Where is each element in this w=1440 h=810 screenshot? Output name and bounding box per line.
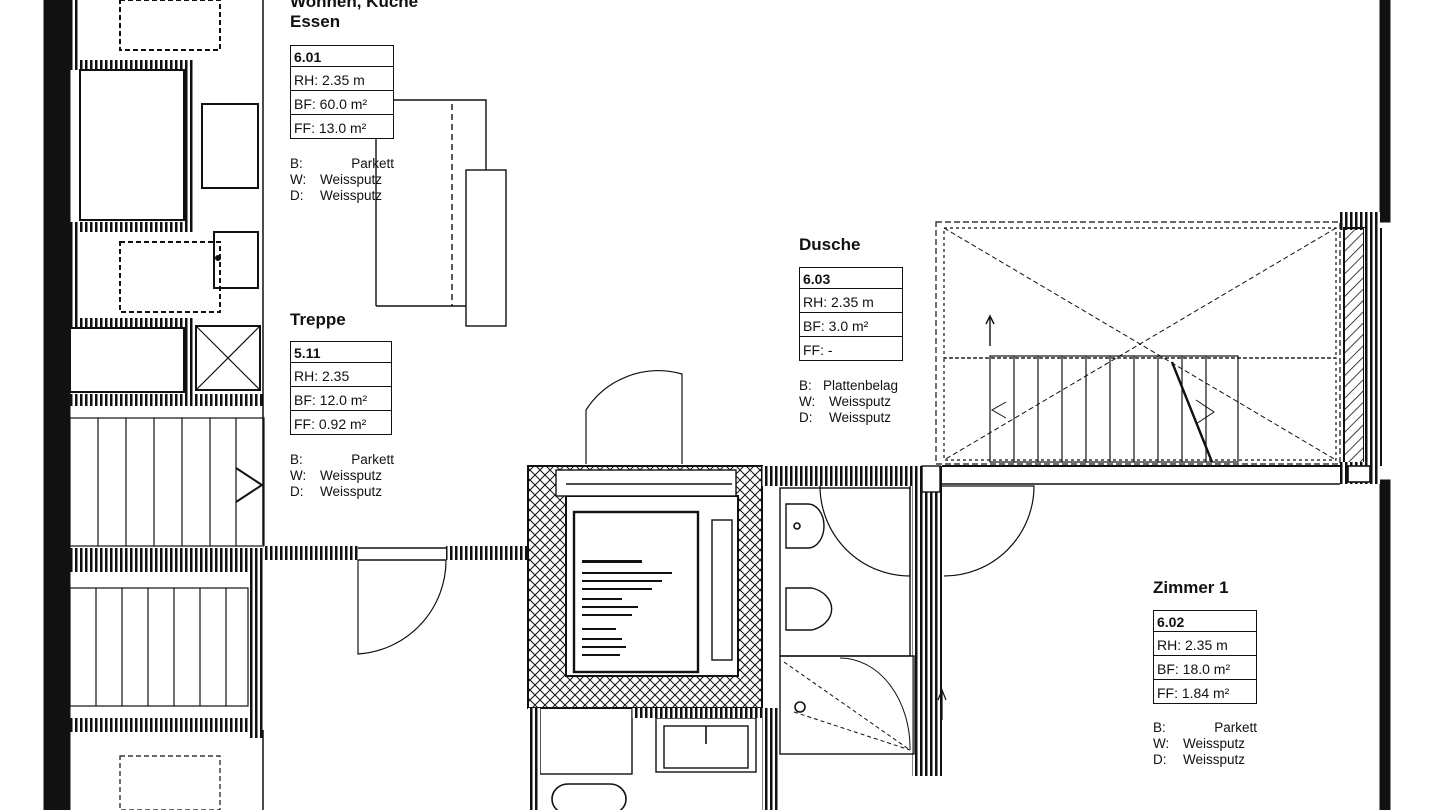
window-area: FF: 1.84 m² bbox=[1153, 679, 1257, 704]
floor-area: BF: 3.0 m² bbox=[799, 312, 903, 337]
room-number: 6.02 bbox=[1153, 610, 1257, 632]
room-name-zimmer-1: Zimmer 1 bbox=[1153, 578, 1229, 597]
left-column-walls bbox=[69, 0, 264, 545]
room-table-dusche: 6.03 RH: 2.35 m BF: 3.0 m² FF: - bbox=[799, 267, 903, 361]
floor-area: BF: 18.0 m² bbox=[1153, 655, 1257, 680]
finish-value: Parkett bbox=[351, 156, 394, 171]
finish-key: D: bbox=[290, 188, 304, 203]
finish-key: W: bbox=[1153, 736, 1170, 751]
finish-value: Weissputz bbox=[320, 188, 383, 203]
finish-value: Parkett bbox=[1214, 720, 1257, 735]
room-name-wohnen-line1: Wohnen, Küche bbox=[290, 0, 419, 11]
interior-walls bbox=[264, 546, 528, 655]
finish-key: D: bbox=[799, 410, 813, 425]
finish-value: Weissputz bbox=[320, 468, 383, 483]
finish-key: W: bbox=[290, 468, 307, 483]
finish-value: Parkett bbox=[351, 452, 394, 467]
room-name-dusche: Dusche bbox=[799, 235, 861, 254]
outer-walls bbox=[43, 0, 1391, 810]
finish-key: B: bbox=[1153, 720, 1166, 735]
room-number: 6.03 bbox=[799, 267, 903, 289]
finish-value: Weissputz bbox=[829, 394, 892, 409]
shower-room bbox=[762, 465, 1035, 776]
room-table-treppe: 5.11 RH: 2.35 BF: 12.0 m² FF: 0.92 m² bbox=[290, 341, 392, 435]
floor-area: BF: 60.0 m² bbox=[290, 90, 394, 115]
room-table-zimmer-1: 6.02 RH: 2.35 m BF: 18.0 m² FF: 1.84 m² bbox=[1153, 610, 1257, 704]
room-height: RH: 2.35 m bbox=[290, 66, 394, 91]
room-finishes-dusche: B: Plattenbelag W: Weissputz D: Weissputz bbox=[799, 378, 909, 426]
finish-key: D: bbox=[1153, 752, 1167, 767]
window-area: FF: 13.0 m² bbox=[290, 114, 394, 139]
finish-key: B: bbox=[290, 156, 303, 171]
finish-key: B: bbox=[799, 378, 812, 393]
stair-void bbox=[935, 221, 1341, 485]
elevator-shaft bbox=[527, 370, 763, 709]
kitchen-counter bbox=[375, 99, 507, 327]
finish-key: D: bbox=[290, 484, 304, 499]
room-height: RH: 2.35 m bbox=[799, 288, 903, 313]
bathroom-fixtures bbox=[528, 707, 778, 810]
room-finishes-wohnen: B: Parkett W: Weissputz D: Weissputz bbox=[290, 156, 394, 204]
finish-key: W: bbox=[799, 394, 816, 409]
finish-value: Weissputz bbox=[320, 172, 383, 187]
room-number: 5.11 bbox=[290, 341, 392, 363]
finish-value: Plattenbelag bbox=[823, 378, 899, 393]
left-stair bbox=[69, 417, 265, 810]
window-area: FF: 0.92 m² bbox=[290, 410, 392, 435]
finish-value: Weissputz bbox=[1183, 736, 1246, 751]
room-name-treppe: Treppe bbox=[290, 310, 346, 329]
floor-area: BF: 12.0 m² bbox=[290, 386, 392, 411]
finish-value: Weissputz bbox=[320, 484, 383, 499]
room-height: RH: 2.35 bbox=[290, 362, 392, 387]
room-height: RH: 2.35 m bbox=[1153, 631, 1257, 656]
right-wall-hatch bbox=[937, 212, 1382, 720]
finish-value: Weissputz bbox=[1183, 752, 1246, 767]
finish-key: B: bbox=[290, 452, 303, 467]
room-number: 6.01 bbox=[290, 45, 394, 67]
room-finishes-treppe: B: Parkett W: Weissputz D: Weissputz bbox=[290, 452, 394, 500]
room-table-wohnen: 6.01 RH: 2.35 m BF: 60.0 m² FF: 13.0 m² bbox=[290, 45, 394, 139]
room-name-wohnen-line2: Essen bbox=[290, 12, 341, 31]
finish-value: Weissputz bbox=[829, 410, 892, 425]
room-finishes-zimmer-1: B: Parkett W: Weissputz D: Weissputz bbox=[1153, 720, 1257, 768]
finish-key: W: bbox=[290, 172, 307, 187]
window-area: FF: - bbox=[799, 336, 903, 361]
